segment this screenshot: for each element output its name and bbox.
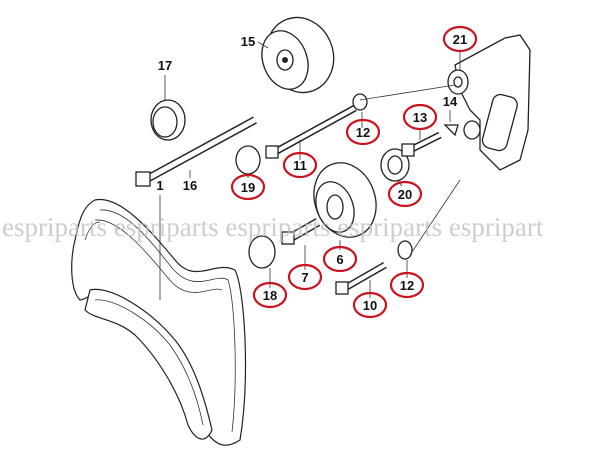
bolt-10 (335, 261, 387, 295)
part-label-6: 6 (336, 252, 343, 267)
bolt-13 (401, 131, 442, 157)
leader-lines (159, 41, 461, 300)
label-circle (352, 291, 388, 319)
part-label-12: 12 (400, 278, 414, 293)
label-circle (442, 25, 478, 53)
cap-18 (248, 235, 276, 269)
watermark: espriparts espriparts espriparts espripa… (2, 212, 544, 242)
label-circle (287, 263, 323, 291)
label-circle (389, 271, 425, 299)
pulley-15 (261, 16, 335, 94)
tensioner-21 (447, 34, 531, 171)
label-circle (322, 245, 358, 273)
label-circle (282, 151, 318, 179)
label-circle (345, 118, 381, 146)
part-label-18: 18 (263, 288, 277, 303)
part-label-13: 13 (413, 110, 427, 125)
part-label-19: 19 (241, 180, 255, 195)
part-label-20: 20 (398, 187, 412, 202)
bolt-16 (135, 116, 257, 187)
label-circle (252, 281, 288, 309)
cap-17 (150, 99, 186, 141)
part-label-14: 14 (443, 94, 458, 109)
part-label-17: 17 (158, 58, 172, 73)
part-label-7: 7 (301, 270, 308, 285)
washer-12b (397, 240, 413, 260)
drive-belt (71, 198, 247, 446)
bolt-11 (265, 93, 368, 159)
clip-14 (443, 124, 459, 137)
part-label-10: 10 (363, 298, 377, 313)
label-circle (230, 173, 266, 201)
label-circle (402, 103, 438, 131)
part-label-15: 15 (241, 34, 255, 49)
part-label-11: 11 (293, 158, 307, 173)
part-label-21: 21 (453, 32, 467, 47)
part-label-1: 1 (156, 178, 163, 193)
part-label-12: 12 (356, 125, 370, 140)
pulley-6 (313, 162, 377, 238)
cap-19 (235, 145, 261, 175)
part-label-16: 16 (183, 178, 197, 193)
bolt-7 (281, 218, 321, 245)
label-circle (387, 180, 423, 208)
